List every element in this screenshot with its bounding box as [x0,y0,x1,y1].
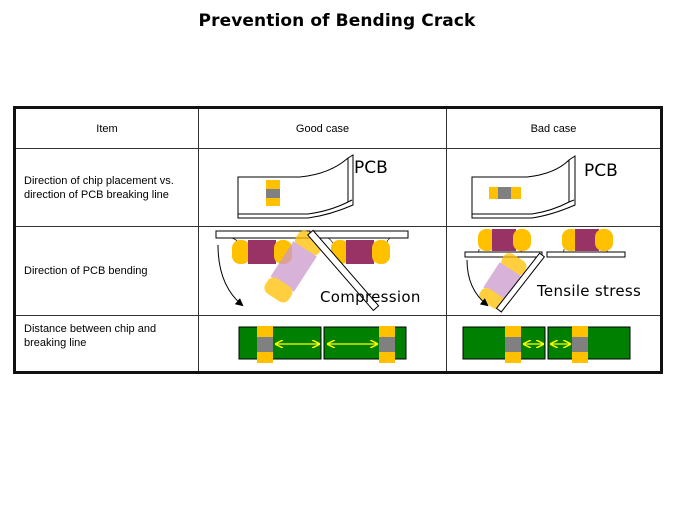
row-divider [16,226,660,227]
row-label-line: Direction of PCB bending [24,265,148,277]
pcb-board-right [313,230,409,239]
good-placement-figure [200,150,445,226]
row-divider [16,315,660,316]
chip-left [505,326,521,363]
chip-left [474,229,531,254]
chip-bent-faded [479,253,527,310]
chip-vertical [266,180,280,206]
pcb-panel-left [238,326,322,360]
pcb-board-outline [237,154,354,219]
compression-label: Compression [320,288,421,306]
pcb-board-right [546,251,626,258]
comparison-table: Item Good case Bad case Direction of chi… [13,106,663,374]
chip-right [559,229,613,254]
row-label-line: breaking line [24,337,87,349]
pcb-board-bent [307,229,380,312]
col-divider [446,109,447,371]
pcb-board-outline [471,155,576,219]
pcb-label-good: PCB [354,158,388,178]
header-good-case: Good case [295,122,350,135]
chip-terminal [489,187,498,199]
chip-body [498,187,511,199]
row-label-pcb-bending: Direction of PCB bending [16,227,198,315]
bad-distance-figure [447,316,662,372]
pcb-board-bent [495,252,546,313]
chip-body [266,189,280,198]
bend-arrow-icon [217,244,244,307]
chip-right [572,326,588,363]
page-title: Prevention of Bending Crack [198,11,476,31]
chip-horizontal [489,187,521,199]
pcb-board-left [464,251,543,258]
tensile-stress-label: Tensile stress [537,282,642,300]
pcb-panel-right [547,326,631,360]
chip-terminal [266,198,280,206]
good-bending-figure [200,227,445,315]
row-divider [16,148,660,149]
col-divider [198,109,199,371]
row-label-line: Direction of chip placement vs. [24,174,174,187]
chip-terminal [511,187,521,199]
row-label-line: direction of PCB breaking line [24,188,169,201]
header-bad-case: Bad case [530,122,577,135]
chip-terminal [266,180,280,189]
row-label-line: Distance between chip and [24,323,157,335]
good-distance-figure [200,316,445,372]
bend-arrow-icon [466,259,489,307]
pcb-panel-left [462,326,546,360]
row-label-distance: Distance between chip and breaking line [16,316,198,374]
chip-right [379,326,395,363]
header-item: Item [96,122,118,135]
chip-left [257,326,273,363]
pcb-board-left [215,230,311,239]
row-label-chip-placement: Direction of chip placement vs. directio… [16,149,198,226]
bad-bending-figure [447,227,662,315]
pcb-label-bad: PCB [584,161,618,181]
bad-placement-figure [447,150,662,226]
chip-bent-faded [264,230,323,303]
